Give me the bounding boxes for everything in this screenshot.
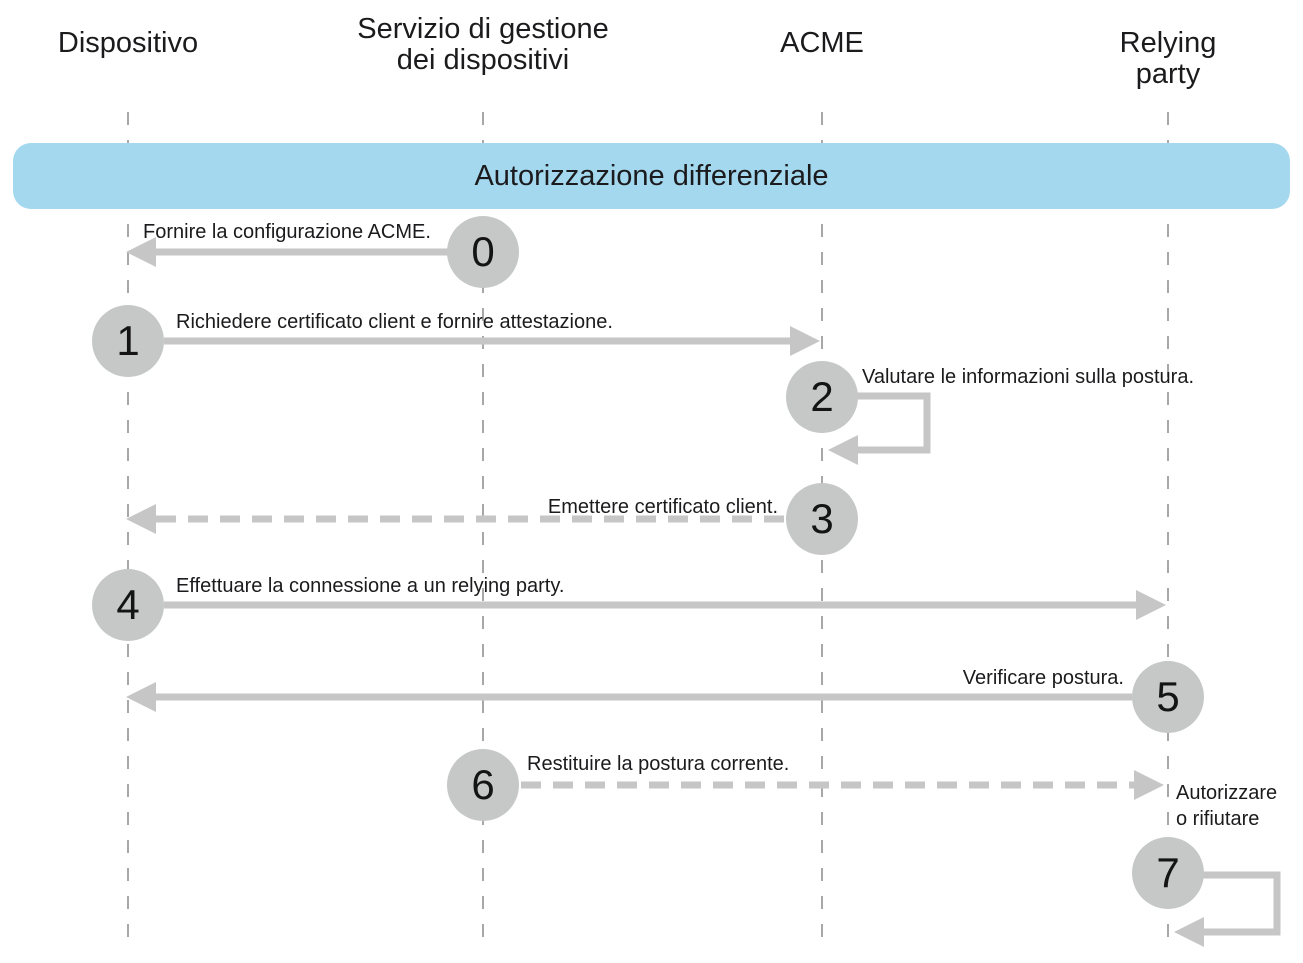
step-4-circle: 4 (92, 569, 164, 641)
arrow-step-4-head (1136, 590, 1166, 620)
step-7-circle: 7 (1132, 837, 1204, 909)
step-0-label: Fornire la configurazione ACME. (143, 221, 431, 243)
step-0-circle: 0 (447, 216, 519, 288)
step-2-number: 2 (810, 373, 834, 420)
step-0-number: 0 (471, 228, 495, 275)
arrow-step-2-head (828, 435, 858, 465)
arrow-step-6-head (1134, 770, 1164, 800)
step-2-label: Valutare le informazioni sulla postura. (862, 366, 1195, 388)
actor-servizio-gestione: Servizio di gestione dei dispositivi (357, 13, 609, 76)
arrow-step-3-head (126, 504, 156, 534)
step-1-number: 1 (116, 317, 140, 364)
step-5-label: Verificare postura. (962, 667, 1124, 689)
step-5-number: 5 (1156, 673, 1180, 720)
actor-acme: ACME (780, 27, 864, 59)
step-7-number: 7 (1156, 849, 1180, 896)
arrow-step-0-head (126, 237, 156, 267)
actor-relying-party: Relying party (1119, 27, 1217, 90)
banner-autorizzazione-differenziale: Autorizzazione differenziale (13, 143, 1290, 209)
step-1-label: Richiedere certificato client e fornire … (176, 311, 613, 333)
step-6-number: 6 (471, 761, 495, 808)
step-1-circle: 1 (92, 305, 164, 377)
step-3-label: Emettere certificato client. (547, 496, 778, 518)
step-5-circle: 5 (1132, 661, 1204, 733)
step-3-number: 3 (810, 495, 834, 542)
arrow-step-7-loop (1202, 871, 1281, 936)
arrow-step-2-loop (856, 392, 931, 454)
arrow-step-7-head (1174, 917, 1204, 947)
step-6-label: Restituire la postura corrente. (527, 753, 790, 775)
step-3-circle: 3 (786, 483, 858, 555)
step-4-label: Effettuare la connessione a un relying p… (176, 575, 565, 597)
arrow-step-1-head (790, 326, 820, 356)
arrow-step-5-head (126, 682, 156, 712)
step-4-number: 4 (116, 581, 140, 628)
step-6-circle: 6 (447, 749, 519, 821)
actor-dispositivo: Dispositivo (57, 27, 199, 59)
banner-title: Autorizzazione differenziale (474, 159, 829, 192)
step-2-circle: 2 (786, 361, 858, 433)
step-7-label: Autorizzare o rifiutare (1176, 782, 1278, 830)
